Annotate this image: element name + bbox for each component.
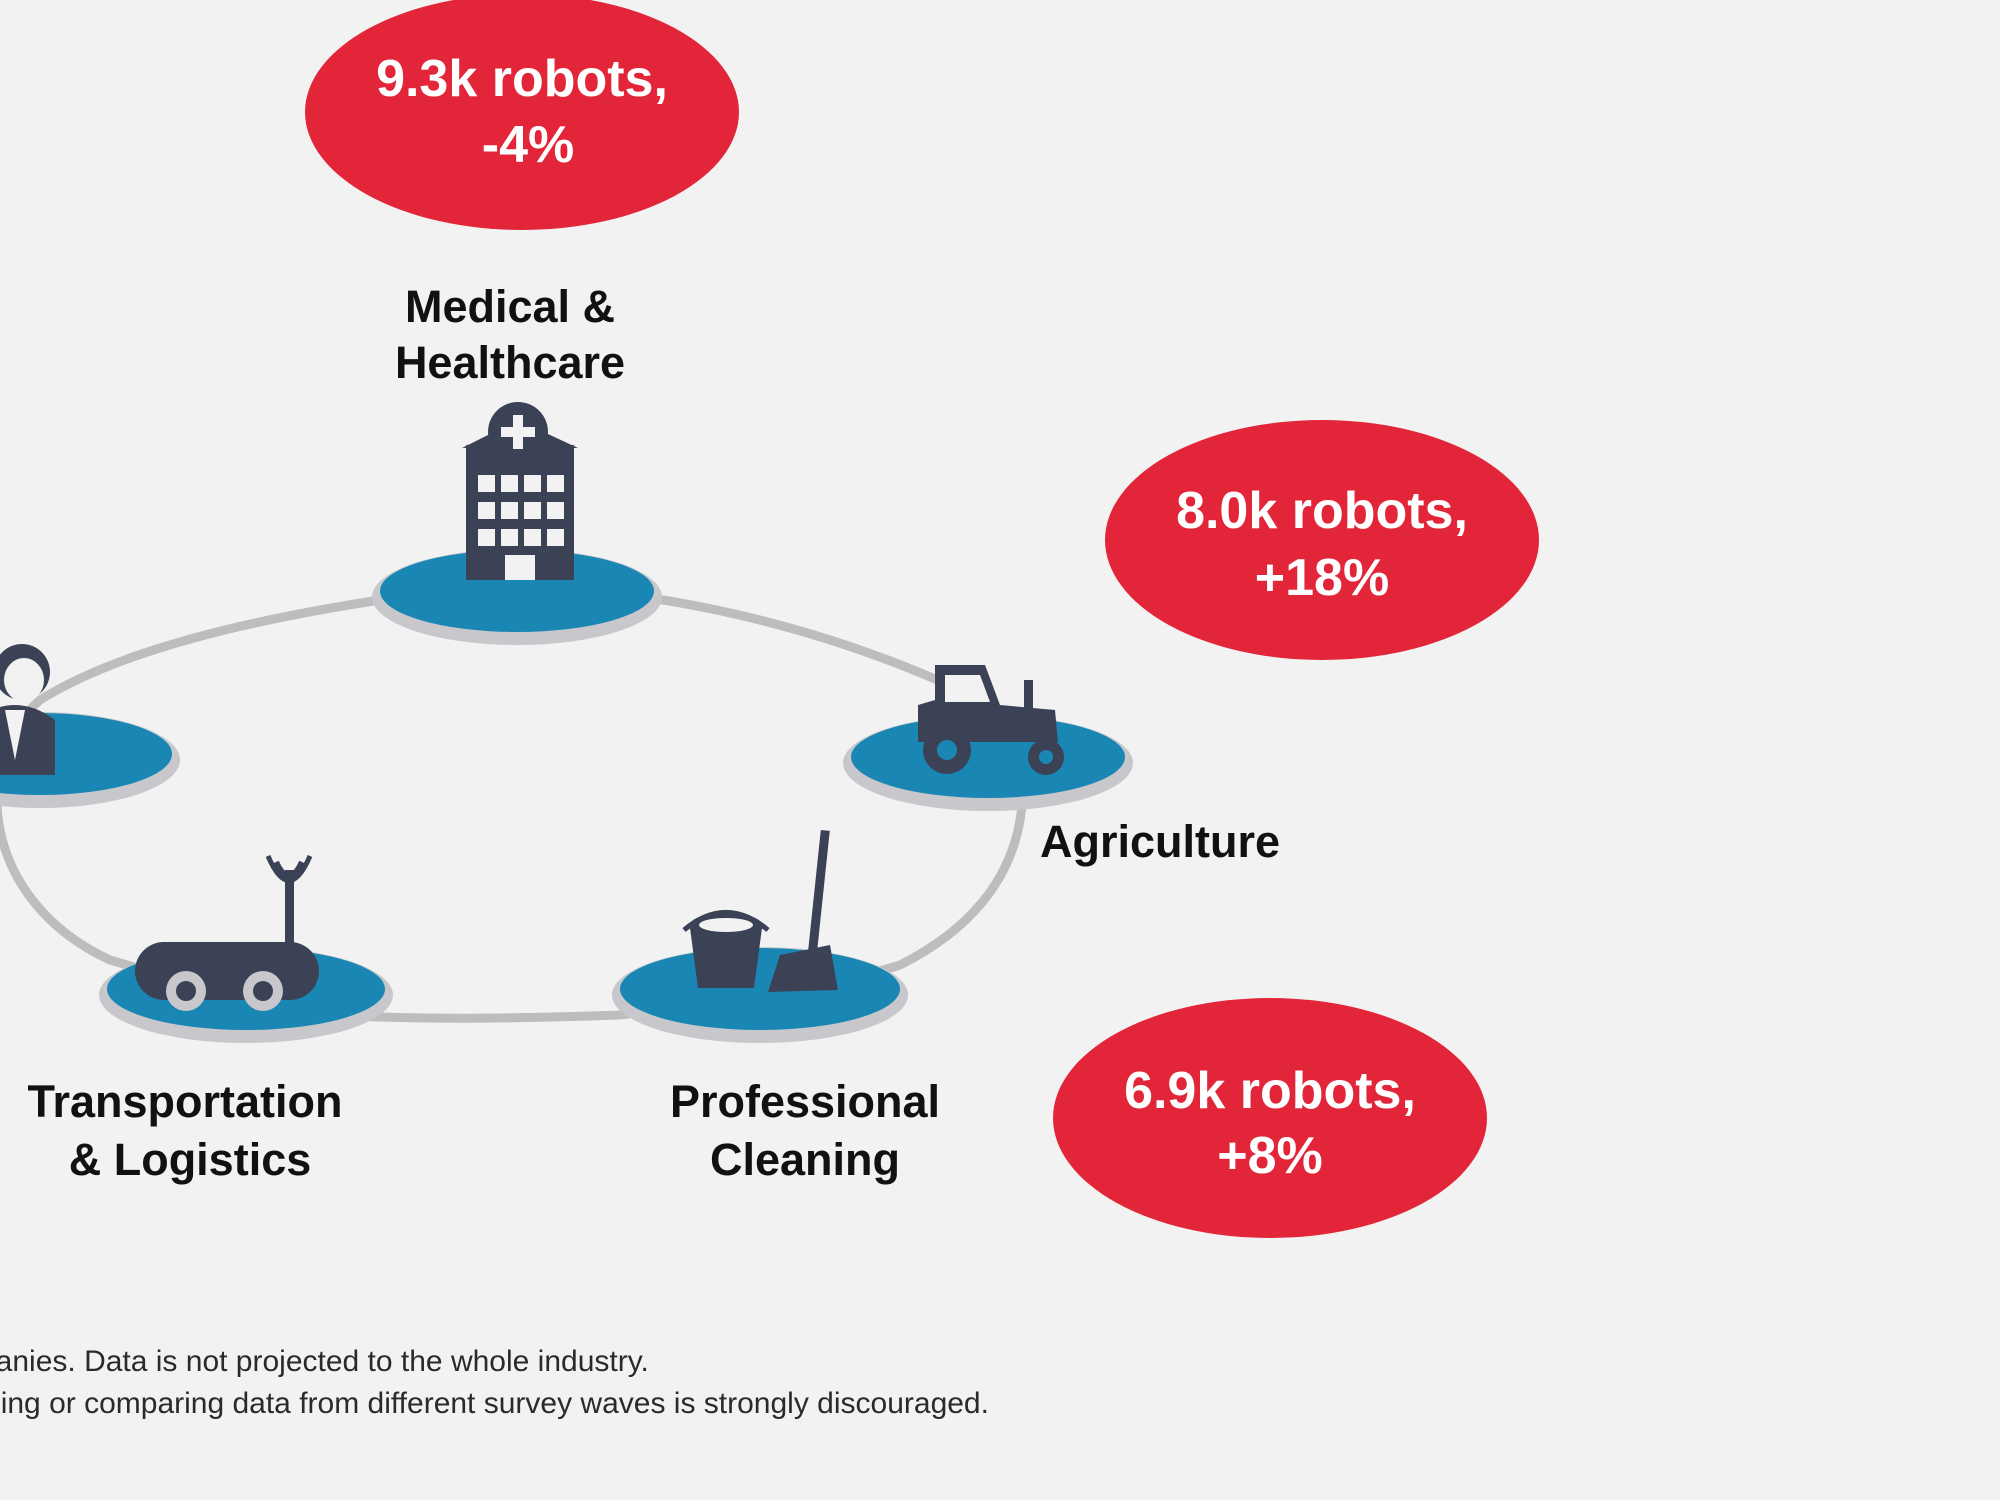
label-agriculture: Agriculture [1040, 816, 1280, 867]
label-medical-line1: Medical & [405, 281, 615, 332]
label-logistics-line2: & Logistics [69, 1134, 312, 1185]
label-logistics-line1: Transportation [27, 1076, 342, 1127]
footnote-line-1: mpanies. Data is not projected to the wh… [0, 1345, 649, 1378]
bubble-cleaning-line2: +8% [1217, 1127, 1323, 1185]
bubble-medical-line1: 9.3k robots, [376, 50, 668, 108]
label-medical-line2: Healthcare [395, 337, 625, 388]
bubble-medical: 9.3k robots, -4% [305, 0, 739, 230]
label-cleaning-line2: Cleaning [710, 1134, 900, 1185]
bubble-agriculture: 8.0k robots, +18% [1105, 420, 1539, 660]
bubble-cleaning: 6.9k robots, +8% [1053, 998, 1487, 1238]
bucket-mop-icon [682, 829, 838, 992]
bubble-cleaning-line1: 6.9k robots, [1124, 1062, 1416, 1120]
platform-cleaning [612, 947, 908, 1043]
hospital-icon [462, 402, 578, 580]
tractor-icon [918, 665, 1064, 775]
footnote-line-2: npiling or comparing data from different… [0, 1387, 989, 1420]
bubble-agriculture-line2: +18% [1255, 549, 1389, 607]
platform-medical [372, 549, 662, 645]
label-cleaning-line1: Professional [670, 1076, 940, 1127]
mobile-robot-icon [135, 855, 319, 1011]
bubble-agriculture-line1: 8.0k robots, [1176, 482, 1468, 540]
person-icon [0, 644, 55, 775]
bubble-medical-line2: -4% [482, 116, 574, 174]
